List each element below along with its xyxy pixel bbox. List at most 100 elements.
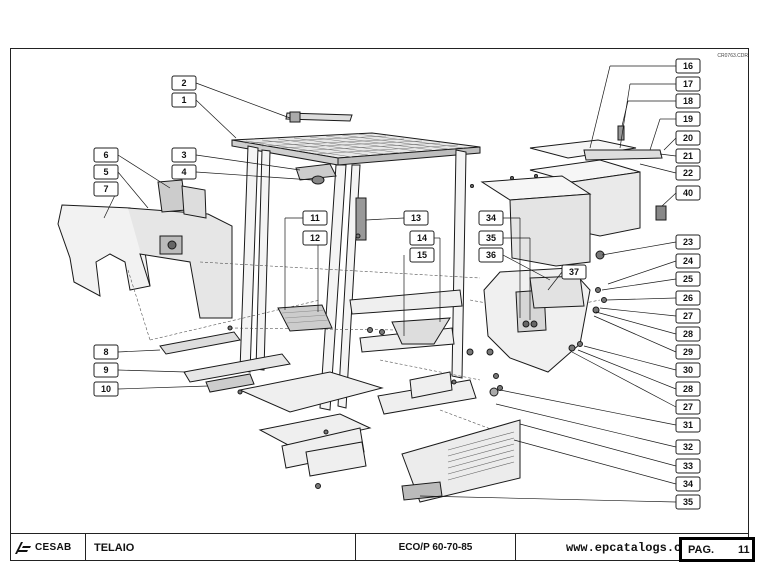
callout-25: 25 [675, 271, 701, 287]
svg-text:3: 3 [181, 150, 186, 160]
svg-text:29: 29 [683, 347, 693, 357]
cesab-logo-icon [15, 541, 31, 554]
svg-text:23: 23 [683, 237, 693, 247]
callout-22: 22 [675, 165, 701, 181]
svg-text:34: 34 [683, 479, 693, 489]
part-14-bracket [391, 317, 451, 345]
svg-text:35: 35 [683, 497, 693, 507]
part-8-channel [159, 331, 241, 355]
callout-leaders [103, 65, 677, 503]
document-code: CR0763.CDR [717, 53, 748, 59]
callout-20: 20 [675, 130, 701, 146]
svg-text:12: 12 [310, 233, 320, 243]
callout-8: 8 [93, 344, 119, 360]
svg-text:25: 25 [683, 274, 693, 284]
svg-text:15: 15 [417, 250, 427, 260]
callout-34: 34 [675, 476, 701, 492]
callout-4: 4 [171, 164, 197, 180]
model-designation: ECO/P 60-70-85 [356, 534, 516, 561]
svg-text:6: 6 [103, 150, 108, 160]
svg-text:5: 5 [103, 167, 108, 177]
svg-text:14: 14 [417, 233, 427, 243]
floor-grate [277, 304, 333, 332]
svg-text:26: 26 [683, 293, 693, 303]
svg-text:34: 34 [486, 213, 496, 223]
callout-35: 35 [675, 494, 701, 510]
callout-37: 35 [478, 230, 504, 246]
callout-27: 27 [675, 308, 701, 324]
website-link[interactable]: www.epcatalogs.com [566, 540, 696, 555]
svg-text:1: 1 [181, 95, 186, 105]
page-number: 11 [738, 543, 750, 556]
part-9-plate [183, 353, 291, 383]
callout-9: 9 [93, 362, 119, 378]
drawing-frame [10, 48, 749, 561]
svg-text:40: 40 [683, 188, 693, 198]
svg-text:19: 19 [683, 114, 693, 124]
svg-text:37: 37 [569, 267, 579, 277]
callout-15: 15 [409, 247, 435, 263]
svg-text:31: 31 [683, 420, 693, 430]
svg-text:36: 36 [486, 250, 496, 260]
callout-28: 28 [675, 326, 701, 342]
callout-23: 23 [675, 234, 701, 250]
svg-text:16: 16 [683, 61, 693, 71]
callout-40: 40 [675, 185, 701, 201]
svg-text:11: 11 [310, 213, 320, 223]
svg-text:2: 2 [181, 78, 186, 88]
callout-32: 32 [675, 439, 701, 455]
callout-13: 13 [403, 210, 429, 226]
svg-text:28: 28 [683, 384, 693, 394]
callout-6: 6 [93, 147, 119, 163]
callout-18: 18 [675, 93, 701, 109]
lower-side-cover [401, 419, 521, 503]
svg-text:13: 13 [411, 213, 421, 223]
callout-36: 34 [478, 210, 504, 226]
part-40-clip [655, 205, 667, 221]
callout-31: 31 [675, 417, 701, 433]
hardware [227, 174, 607, 489]
callout-24: 24 [675, 253, 701, 269]
callout-16: 16 [675, 58, 701, 74]
callout-33: 33 [675, 458, 701, 474]
callout-39: 37 [561, 264, 587, 280]
callout-26: 26 [675, 290, 701, 306]
callout-7: 7 [93, 181, 119, 197]
callout-2: 2 [171, 75, 197, 91]
page-number-box: PAG. 11 [679, 537, 755, 562]
rear-cover [483, 267, 591, 373]
callout-11: 11 [302, 210, 328, 226]
battery-assembly [480, 139, 663, 267]
brand-name: CESAB [35, 542, 72, 553]
svg-text:8: 8 [103, 347, 108, 357]
svg-text:17: 17 [683, 79, 693, 89]
svg-text:33: 33 [683, 461, 693, 471]
callout-30: 30 [675, 362, 701, 378]
svg-text:35: 35 [486, 233, 496, 243]
callout-21: 21 [675, 148, 701, 164]
callout-12: 12 [302, 230, 328, 246]
chassis-frame [238, 289, 477, 477]
svg-text:28: 28 [683, 329, 693, 339]
svg-text:20: 20 [683, 133, 693, 143]
callout-27b: 27 [675, 399, 701, 415]
svg-text:4: 4 [181, 167, 186, 177]
title-block: CESAB TELAIO ECO/P 60-70-85 www.epcatalo… [10, 533, 749, 561]
callout-38: 36 [478, 247, 504, 263]
svg-text:30: 30 [683, 365, 693, 375]
svg-text:27: 27 [683, 311, 693, 321]
part-3-bracket [295, 163, 337, 181]
callout-14: 14 [409, 230, 435, 246]
section-title: TELAIO [86, 534, 356, 561]
svg-text:24: 24 [683, 256, 693, 266]
callout-3: 3 [171, 147, 197, 163]
svg-text:7: 7 [103, 184, 108, 194]
svg-text:9: 9 [103, 365, 108, 375]
svg-text:27: 27 [683, 402, 693, 412]
svg-text:21: 21 [683, 151, 693, 161]
overhead-guard-roof [231, 132, 481, 166]
brand-logo: CESAB [10, 534, 86, 561]
callout-5: 5 [93, 164, 119, 180]
page-label: PAG. [688, 543, 715, 556]
